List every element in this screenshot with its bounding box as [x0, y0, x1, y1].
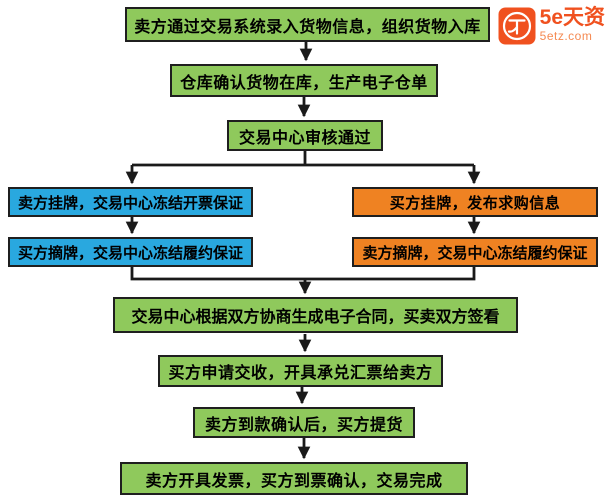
- merge-connector: [130, 267, 476, 281]
- flow-node-entry: 卖方通过交易系统录入货物信息，组织货物入库: [125, 7, 490, 42]
- flow-node-pickup: 卖方到款确认后，买方提货: [193, 407, 415, 438]
- flow-node-contract: 交易中心根据双方协商生成电子合同，买卖双方签看: [113, 297, 518, 333]
- split-connector: [132, 151, 474, 167]
- flow-node-delivery-apply: 买方申请交收，开具承兑汇票给卖方: [158, 355, 443, 387]
- flow-node-center-review: 交易中心审核通过: [227, 120, 383, 151]
- flow-node-complete: 卖方开具发票，买方到票确认，交易完成: [120, 462, 468, 495]
- flow-node-seller-list: 卖方挂牌，交易中心冻结开票保证: [8, 187, 253, 217]
- site-logo[interactable]: 5e天资 5etz.com: [498, 7, 605, 50]
- logo-title: 5e天资: [539, 6, 605, 29]
- flow-node-buyer-delist: 买方摘牌，交易中心冻结履约保证: [8, 237, 253, 267]
- flow-node-buyer-list: 买方挂牌，发布求购信息: [352, 187, 598, 217]
- flow-node-warehouse-confirm: 仓库确认货物在库，生产电子仓单: [170, 64, 438, 97]
- flow-node-seller-delist: 卖方摘牌，交易中心冻结履约保证: [352, 237, 598, 267]
- logo-text: 5e天资 5etz.com: [540, 7, 605, 42]
- logo-domain: 5etz.com: [539, 29, 593, 43]
- 5e-coin-icon: [498, 7, 536, 50]
